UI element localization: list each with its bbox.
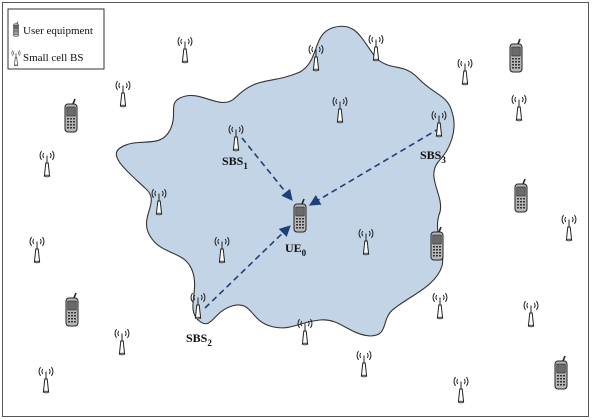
phone-icon [65,292,79,327]
label-sbs1: SBS1 [222,154,248,171]
phone-icon [554,355,568,390]
legend-box [7,8,105,70]
legend-label-bs: Small cell BS [23,52,84,64]
label-sbs3: SBS3 [420,148,446,165]
label-sbs2: SBS2 [186,331,212,348]
legend: User equipment Small cell BS [7,8,105,70]
phone-icon [514,178,528,213]
phone-icon [509,38,523,73]
phone-icon [430,226,444,261]
phone-icon [64,98,78,133]
arrow-sbs3-ue0 [309,127,441,206]
links [204,127,441,309]
coverage-region [115,25,455,337]
arrow-sbs1-ue0 [241,137,293,201]
phone-icon [293,198,307,233]
phone-icon [12,21,20,37]
legend-label-ue: User equipment [23,25,93,37]
label-ue0: UE0 [285,241,307,258]
